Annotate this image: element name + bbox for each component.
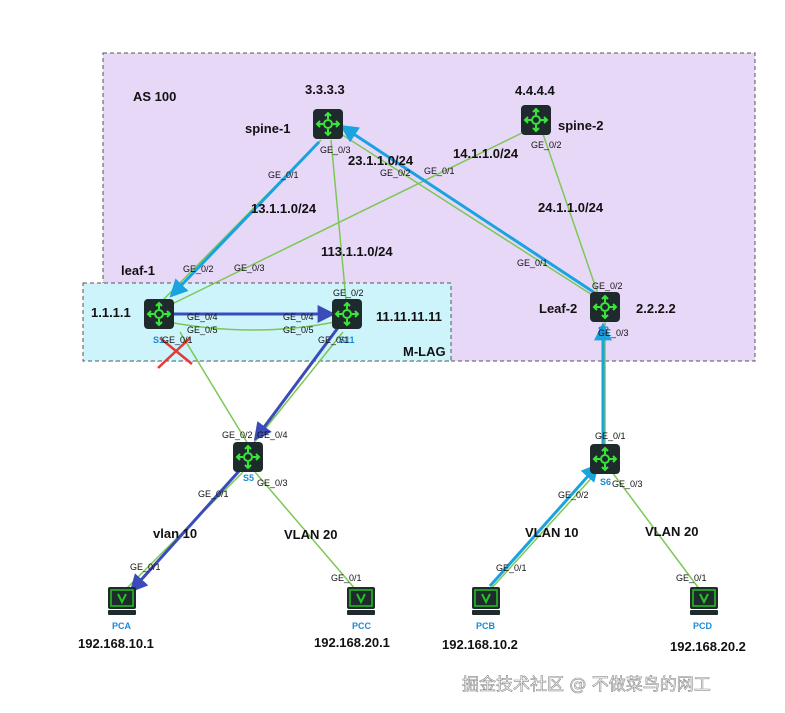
leaf-11-switch[interactable] [331,298,363,330]
pcb-name: PCB [476,621,496,631]
subnet-24: 24.1.1.0/24 [538,200,604,215]
path-spine1-to-leaf1 [169,140,321,298]
pcc-ip: 192.168.20.1 [314,635,390,650]
link-spine1-leaf11 [330,139,347,301]
pca-name: PCA [112,621,132,631]
subnet-23: 23.1.1.0/24 [348,153,414,168]
mlag-label: M-LAG [403,344,446,359]
leaf-2-id: S2 [598,325,609,335]
leaf-1-name: leaf-1 [121,263,155,278]
port-label: GE_0/1 [517,258,548,268]
link-s6-pcb [489,471,598,591]
pcb-ip: 192.168.10.2 [442,637,518,652]
pcd-name: PCD [693,621,713,631]
link-spine2-leaf1 [169,129,529,306]
port-label: GE_0/1 [424,166,455,176]
vlan-label-pcd: VLAN 20 [645,524,698,539]
leaf-11-ip: 11.11.11.11 [376,309,442,324]
link-leaf1-leaf11-ge5 [167,321,336,331]
s6-switch[interactable] [589,443,621,475]
port-label: GE_0/3 [612,479,643,489]
leaf-1-id: S1 [153,335,164,345]
port-label: GE_0/1 [162,335,193,345]
watermark: 掘金技术社区 @ 不做菜鸟的网工 [462,675,711,695]
subnet-13: 13.1.1.0/24 [251,201,317,216]
spine-1-ip: 3.3.3.3 [305,82,345,97]
link-spine1-leaf2 [340,133,601,301]
leaf-2-switch[interactable] [589,291,621,323]
port-label: GE_0/1 [198,489,229,499]
vlan-label-pcb: VLAN 10 [525,525,578,540]
as-label: AS 100 [133,89,176,104]
path-leaf2-to-spine1 [339,125,599,297]
port-label: GE_0/4 [283,312,314,322]
pcc-name: PCC [352,621,372,631]
link-s6-pcd [611,471,701,591]
port-label: GE_0/1 [318,335,349,345]
subnet-113: 113.1.1.0/24 [321,244,393,259]
link-fault-mark [157,337,193,369]
port-label: GE_0/2 [183,264,214,274]
link-spine2-leaf2 [542,133,601,301]
s5-id: S5 [243,473,254,483]
spine-1-name: spine-1 [245,121,291,136]
leaf-2-ip: 2.2.2.2 [636,301,676,316]
link-leaf1-s5 [179,331,249,445]
spine-1-switch[interactable] [312,108,344,140]
leaf-11-id: S11 [339,335,355,345]
leaf-1-switch[interactable] [143,298,175,330]
port-label: GE_0/1 [130,562,161,572]
port-label: GE_0/3 [598,328,629,338]
path-pcb-to-s6 [488,463,600,587]
port-label: GE_0/1 [331,573,362,583]
port-label: GE_0/2 [333,288,364,298]
port-label: GE_0/3 [234,263,265,273]
path-leaf11-to-s5 [253,324,342,441]
pca-pc[interactable] [107,586,137,616]
s5-switch[interactable] [232,441,264,473]
leaf-2-name: Leaf-2 [539,301,577,316]
port-label: GE_0/2 [592,281,623,291]
port-label: GE_0/3 [320,145,351,155]
link-s5-pcc [254,471,357,591]
port-label: GE_0/1 [595,431,626,441]
port-label: GE_0/1 [496,563,527,573]
pca-ip: 192.168.10.1 [78,636,154,651]
port-label: GE_0/1 [676,573,707,583]
subnet-14: 14.1.1.0/24 [453,146,519,161]
path-s5-to-pca [129,468,242,593]
vlan-label-pca: vlan 10 [153,526,197,541]
port-label: GE_0/2 [222,430,253,440]
spine-2-ip: 4.4.4.4 [515,83,556,98]
port-label: GE_0/3 [257,478,288,488]
s6-id: S6 [600,477,611,487]
port-label: GE_0/4 [257,430,288,440]
port-label: GE_0/2 [380,168,411,178]
spine-2-name: spine-2 [558,118,604,133]
port-label: GE_0/2 [558,490,589,500]
pcd-pc[interactable] [689,586,719,616]
port-label: GE_0/4 [187,312,218,322]
vlan-label-pcc: VLAN 20 [284,527,337,542]
port-label: GE_0/5 [187,325,218,335]
port-label: GE_0/2 [531,140,562,150]
pcc-pc[interactable] [346,586,376,616]
spine-2-switch[interactable] [520,104,552,136]
pcb-pc[interactable] [471,586,501,616]
port-label: GE_0/1 [268,170,299,180]
port-label: GE_0/5 [283,325,314,335]
leaf-1-ip: 1.1.1.1 [91,305,131,320]
traffic-paths [129,125,612,593]
pcd-ip: 192.168.20.2 [670,639,746,654]
